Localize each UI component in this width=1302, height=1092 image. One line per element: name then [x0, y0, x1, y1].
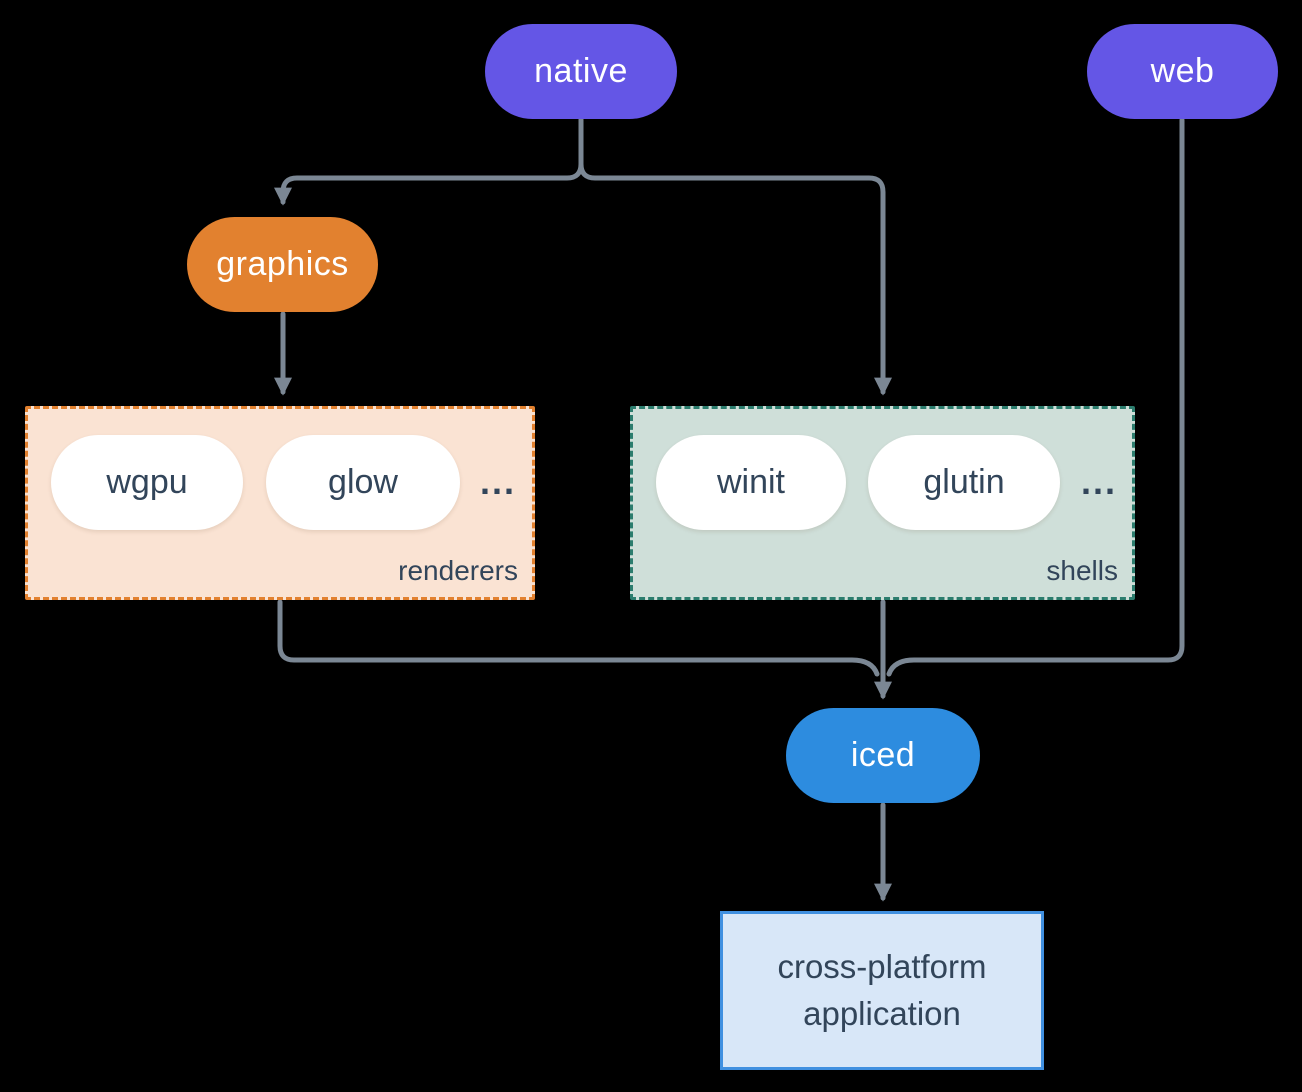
application-label-line2: application [803, 994, 961, 1032]
pill-winit: winit [656, 435, 846, 530]
group-shells: winit glutin ... shells [630, 406, 1135, 600]
edge-renderers-to-iced [277, 599, 880, 677]
pill-glutin-label: glutin [923, 463, 1005, 501]
edge-native-to-shells [578, 117, 892, 396]
node-iced-label: iced [850, 736, 916, 774]
node-native: native [485, 24, 677, 119]
pill-wgpu: wgpu [51, 435, 243, 530]
pill-wgpu-label: wgpu [106, 463, 188, 501]
edge-native-to-graphics [274, 117, 584, 206]
pill-winit-label: winit [716, 463, 786, 501]
pill-glutin: glutin [868, 435, 1060, 530]
renderers-group-label: renderers [398, 555, 518, 586]
group-renderers: wgpu glow ... renderers [25, 406, 535, 600]
application-box: cross-platform application [720, 911, 1044, 1070]
shells-ellipsis: ... [1081, 461, 1118, 502]
pill-glow-label: glow [328, 463, 398, 501]
application-label-line1: cross-platform [777, 947, 987, 985]
node-web: web [1087, 24, 1278, 119]
node-graphics: graphics [187, 217, 378, 312]
pill-glow: glow [266, 435, 460, 530]
node-graphics-label: graphics [216, 245, 349, 283]
edge-web-to-iced [886, 117, 1185, 677]
node-web-label: web [1150, 52, 1215, 90]
node-native-label: native [534, 52, 628, 90]
shells-group-label: shells [1046, 555, 1118, 586]
node-iced: iced [786, 708, 980, 803]
renderers-ellipsis: ... [480, 461, 517, 502]
